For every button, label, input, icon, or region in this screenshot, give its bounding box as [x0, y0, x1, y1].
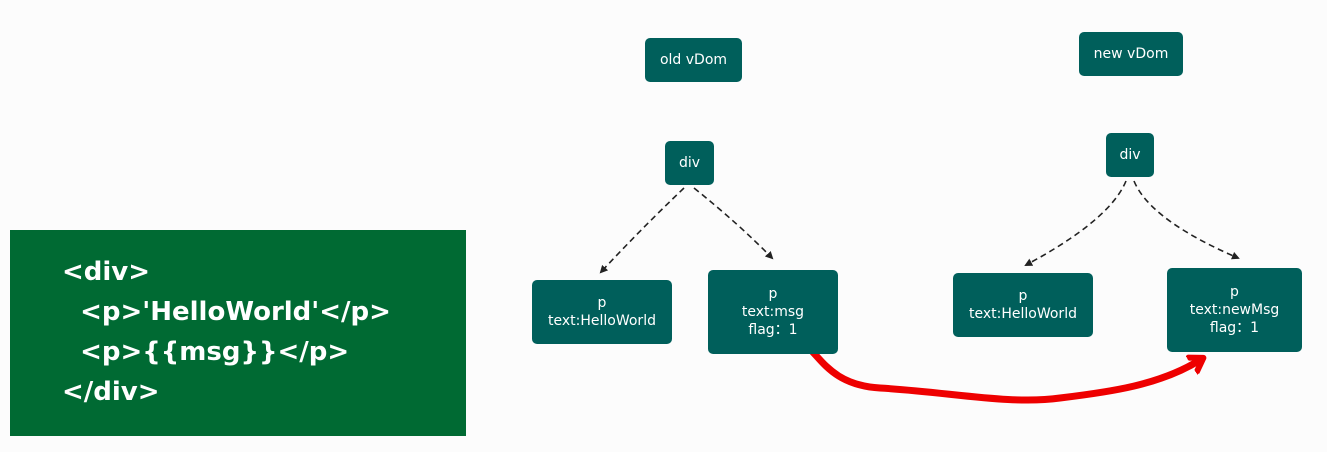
- old-vdom-title-text: old vDom: [659, 52, 728, 68]
- old-p2-text: text:msg: [741, 304, 805, 320]
- change-arrow: [801, 341, 1200, 404]
- old-p-node-2: p text:msg flag：1: [708, 270, 838, 354]
- code-line-3: <p>{{msg}}</p>: [62, 337, 350, 367]
- old-vdom-title: old vDom: [645, 38, 742, 82]
- new-vdom-title-text: new vDom: [1093, 46, 1169, 62]
- new-p2-flag: flag：1: [1209, 320, 1260, 336]
- template-code-panel: <div> <p>'HelloWorld'</p> <p>{{msg}}</p>…: [10, 230, 466, 436]
- old-edge-right: [693, 187, 774, 260]
- new-edge-right: [1133, 180, 1240, 260]
- old-p2-flag: flag：1: [748, 322, 798, 338]
- new-div-label: div: [1119, 147, 1141, 163]
- new-p2-tag: p: [1230, 284, 1239, 300]
- new-p-node-1: p text:HelloWorld: [953, 273, 1093, 337]
- old-p-node-1: p text:HelloWorld: [532, 280, 672, 344]
- code-line-1: <div>: [62, 257, 151, 287]
- new-p1-text: text:HelloWorld: [969, 306, 1077, 322]
- old-p1-text: text:HelloWorld: [548, 313, 656, 329]
- old-div-node: div: [665, 141, 714, 185]
- code-line-2: <p>'HelloWorld'</p>: [62, 297, 391, 327]
- new-p1-tag: p: [1018, 288, 1028, 304]
- new-div-node: div: [1106, 133, 1154, 177]
- code-line-4: </div>: [62, 377, 160, 407]
- new-p2-text: text:newMsg: [1189, 302, 1280, 318]
- new-edge-left: [1024, 180, 1127, 266]
- new-vdom-title: new vDom: [1079, 32, 1183, 76]
- old-p1-tag: p: [597, 295, 607, 311]
- new-p-node-2: p text:newMsg flag：1: [1167, 268, 1302, 352]
- old-div-label: div: [678, 155, 701, 171]
- old-edge-left: [599, 187, 685, 274]
- old-p2-tag: p: [768, 286, 778, 302]
